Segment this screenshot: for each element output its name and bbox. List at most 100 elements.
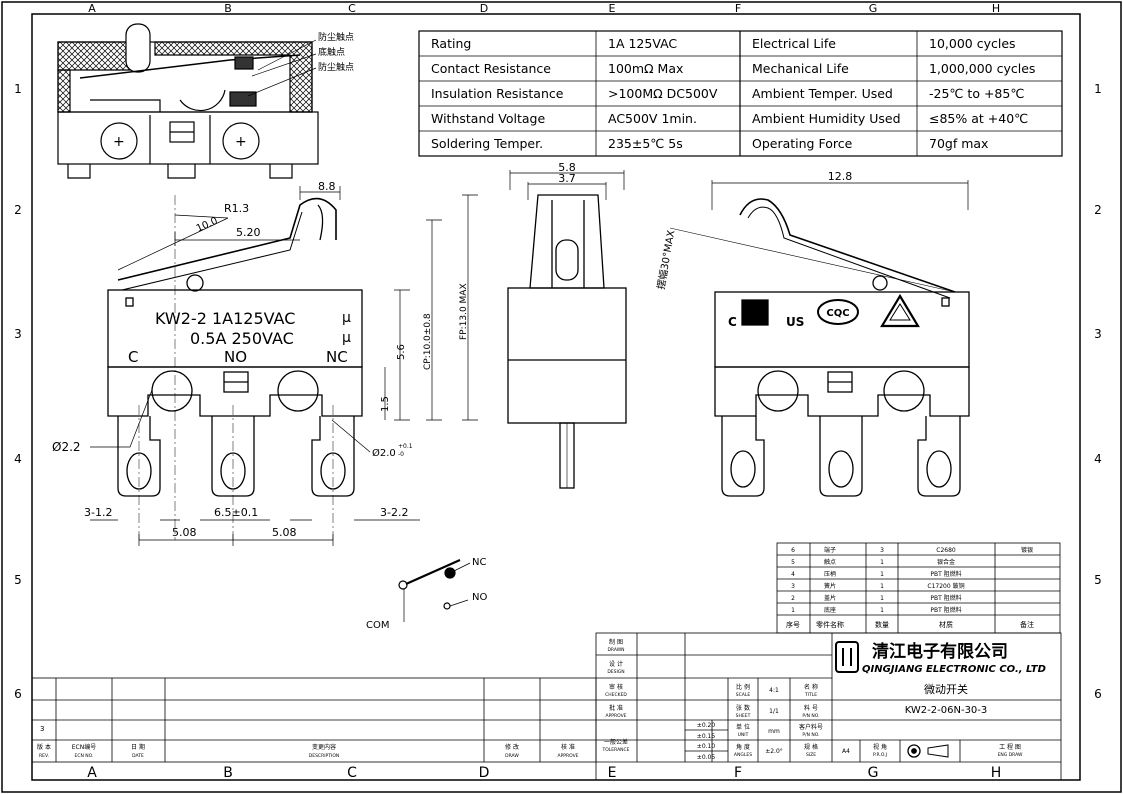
column-label-top: H [992,2,1000,15]
bom-cell: 簧片 [824,582,836,590]
title-block [31,632,1062,781]
spec-label: Ambient Temper. Used [752,86,893,101]
dim-1-5: 1.5 [380,396,391,412]
bom-table [776,542,1061,634]
title-label-pn: 料 号 [804,704,818,712]
revision-header: 日 期 [131,743,145,751]
revision-header-en: DRAW [505,753,519,759]
bom-cell: 1 [880,559,884,566]
callout-label: 底触点 [318,46,345,58]
row-label-left: 4 [14,452,22,466]
title-label-en-size: SIZE [806,752,816,758]
callout-label: 防尘触点 [318,31,354,43]
dim-3-2-2: 3-2.2 [380,506,408,519]
spec-value: 1A 125VAC [608,36,677,51]
title-label-en-cust-pn: P/N NO. [802,732,819,738]
dim-3-7: 3.7 [558,172,576,185]
column-label-bottom: G [868,765,879,781]
angles-value: ±2.0° [765,748,783,755]
bom-cell: 1 [791,607,795,614]
bom-cell: PBT 阻燃料 [930,570,961,578]
callout-label: 防尘触点 [318,61,354,73]
spec-value: 70gf max [929,136,988,151]
model-marking: KW2-2 1A125VAC [155,309,295,328]
dim-cp: CP:10.0±0.8 [423,313,433,370]
revision-header-en: DESCRIPTION [309,753,339,759]
section-view: + + [57,23,319,179]
row-label-right: 3 [1094,327,1102,341]
dim-5-6: 5.6 [396,344,407,360]
title-label-design: 设 计 [609,660,623,668]
dim-fp: FP:13.0 MAX [459,283,469,340]
bom-cell: 银合金 [937,558,955,566]
side-view [507,170,627,489]
mark-symbol: μ [342,310,351,326]
column-label-top: F [735,2,741,15]
column-label-bottom: A [87,765,97,781]
spec-value: 1,000,000 cycles [929,61,1035,76]
bom-cell: 镀银 [1021,546,1033,554]
dim-tol-upper: +0.1 [398,443,413,450]
row-label-left: 6 [14,687,22,701]
row-label-left: 3 [14,327,22,341]
bom-cell: 3 [880,547,884,554]
svg-text:+: + [235,134,247,150]
dim-tol-lower: -0 [398,451,404,458]
bom-cell: C17200 鈹铜 [927,582,964,590]
title-label-proj: 视 角 [873,743,887,751]
column-label-top: E [609,2,616,15]
spec-value: ≤85% at +40℃ [929,111,1028,126]
title-label-en-checked: CHECKED [605,692,627,698]
spec-label: Soldering Temper. [431,136,543,151]
bom-cell: 6 [791,547,795,554]
title-label-en-proj: P.R.O.J [873,752,887,758]
column-label-bottom: H [991,765,1002,781]
bom-cell: PBT 阻燃料 [930,594,961,602]
pin-label-c: C [128,348,138,366]
revision-header: 核 准 [561,743,575,751]
dim-swing-angle: 摆幅30°MAX [654,229,677,291]
pin-label-nc: NC [326,348,348,366]
sheet-value: 1/1 [769,708,779,715]
row-label-right: 2 [1094,203,1102,217]
row-label-right: 6 [1094,687,1102,701]
dim-3-1-2: 3-1.2 [84,506,112,519]
inner-frame [31,13,1081,781]
bom-cell: 端子 [824,546,836,554]
dim-5-20: 5.20 [236,226,261,239]
title-label-angles: 角 度 [736,743,750,751]
title-label-approved: 批 准 [609,704,623,712]
dim-12-8: 12.8 [828,170,853,183]
bom-cell: 触点 [824,558,836,566]
title-label-sheet: 张 数 [736,704,750,712]
bom-header: 序号 [786,620,800,629]
title-label-checked: 审 核 [609,683,623,691]
back-view [669,180,970,497]
schematic-no: NO [472,592,487,603]
bom-cell: 4 [791,571,795,578]
bom-cell: C2680 [936,547,956,554]
bom-cell: 3 [791,583,795,590]
spec-value: >100MΩ DC500V [608,86,718,101]
spec-value: 10,000 cycles [929,36,1016,51]
spec-value: 100mΩ Max [608,61,683,76]
dim-6-5: 6.5±0.1 [214,506,258,519]
rating-marking: 0.5A 250VAC [190,329,294,348]
spec-label: Withstand Voltage [431,111,545,126]
svg-text:+: + [113,134,125,150]
bom-header: 零件名称 [816,620,844,629]
spec-label: Mechanical Life [752,61,849,76]
cert-mark-us: US [786,315,804,329]
column-label-top: G [869,2,878,15]
cert-mark-c: C [728,315,737,329]
bom-cell: 压柄 [824,570,836,578]
part-number: KW2-2-06N-30-3 [905,705,988,716]
revision-header-en: APPROVE [557,753,578,759]
spec-value: -25℃ to +85℃ [929,86,1024,101]
title-label-en-unit: UNIT [738,732,749,738]
title-label-unit: 单 位 [736,723,750,731]
revision-header-en: REV. [39,753,49,759]
bom-cell: 底座 [824,606,836,614]
size-value: A4 [842,748,850,755]
